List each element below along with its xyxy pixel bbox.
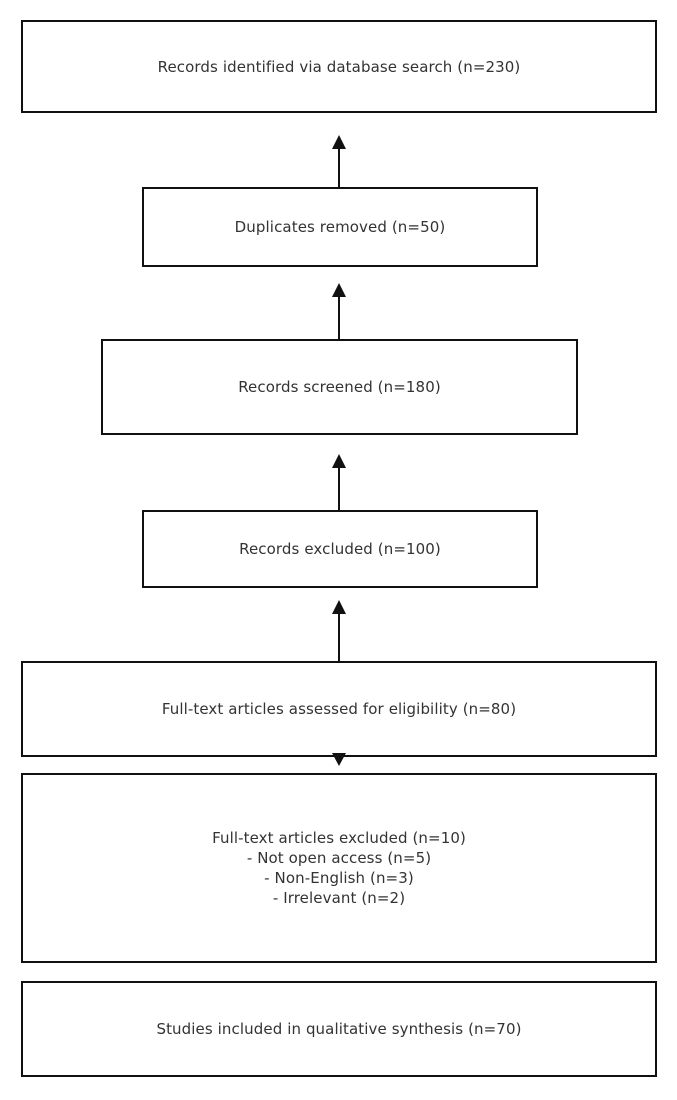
node-studies-included-label: Studies included in qualitative synthesi… bbox=[156, 1020, 522, 1038]
arrow-up-icon bbox=[332, 283, 346, 297]
connector-shaft bbox=[338, 609, 341, 661]
node-records-screened[interactable]: Records screened (n=180) bbox=[101, 339, 578, 435]
connector-shaft bbox=[338, 463, 341, 510]
node-studies-included[interactable]: Studies included in qualitative synthesi… bbox=[21, 981, 657, 1077]
node-records-excluded-label: Records excluded (n=100) bbox=[239, 540, 441, 558]
node-records-screened-label: Records screened (n=180) bbox=[238, 378, 441, 396]
connector-duplicates-to-identified bbox=[332, 135, 346, 187]
arrow-down-icon bbox=[332, 753, 346, 766]
connector-shaft bbox=[338, 292, 341, 339]
node-records-identified-label: Records identified via database search (… bbox=[157, 57, 521, 76]
connector-screened-to-duplicates bbox=[332, 283, 346, 339]
arrow-up-icon bbox=[332, 454, 346, 468]
node-records-identified[interactable]: Records identified via database search (… bbox=[21, 20, 657, 113]
node-fulltext-excluded[interactable]: Full-text articles excluded (n=10) - Not… bbox=[21, 773, 657, 963]
node-duplicates-removed-label: Duplicates removed (n=50) bbox=[234, 218, 446, 236]
connector-shaft bbox=[338, 144, 341, 187]
node-records-excluded[interactable]: Records excluded (n=100) bbox=[142, 510, 538, 588]
arrow-up-icon bbox=[332, 135, 346, 149]
node-fulltext-assessed-label: Full-text articles assessed for eligibil… bbox=[161, 700, 517, 718]
node-fulltext-assessed[interactable]: Full-text articles assessed for eligibil… bbox=[21, 661, 657, 757]
node-duplicates-removed[interactable]: Duplicates removed (n=50) bbox=[142, 187, 538, 267]
arrow-up-icon bbox=[332, 600, 346, 614]
connector-fulltext-to-excluded bbox=[332, 600, 346, 661]
connector-excluded-to-screened bbox=[332, 454, 346, 510]
node-fulltext-excluded-label: Full-text articles excluded (n=10) - Not… bbox=[212, 829, 466, 907]
